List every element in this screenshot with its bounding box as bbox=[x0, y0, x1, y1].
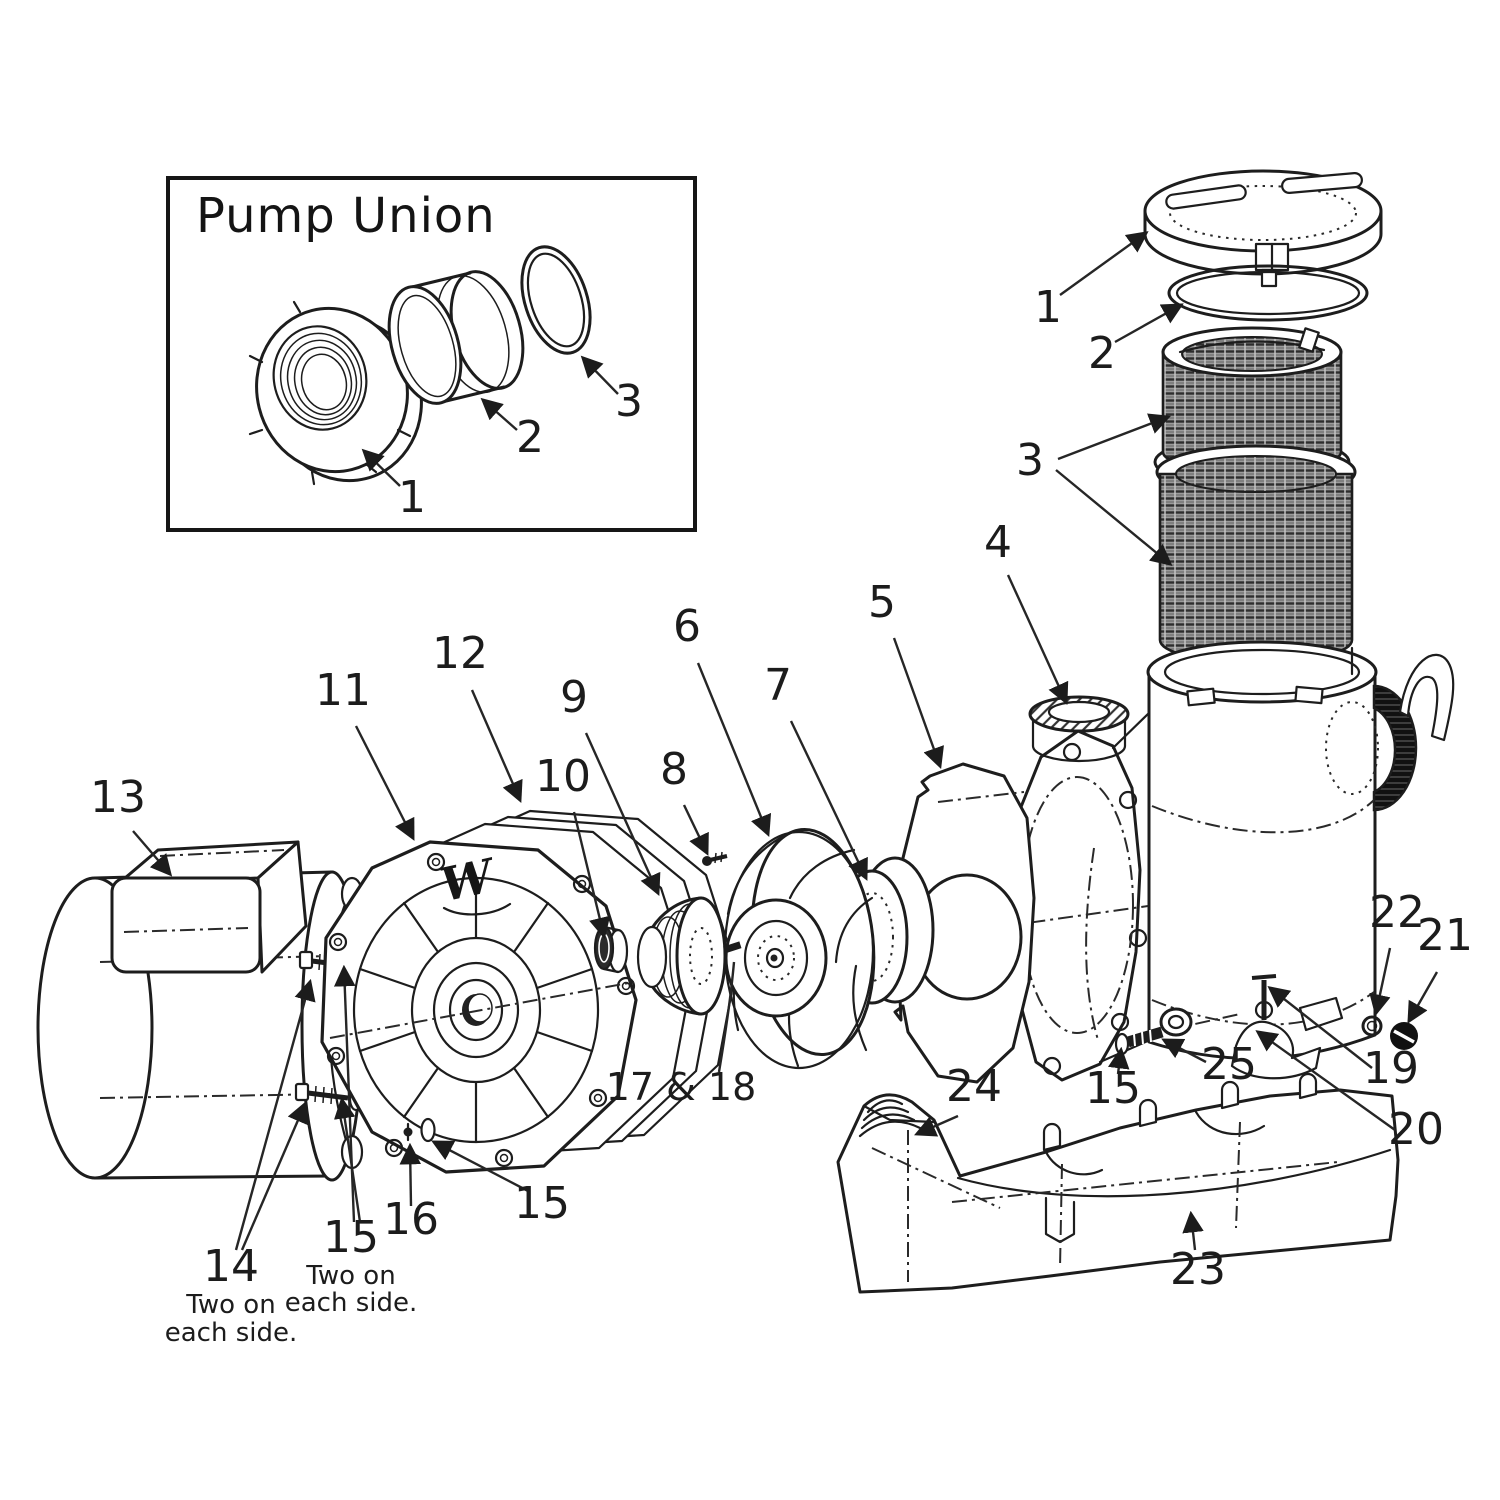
base-drawing bbox=[836, 1072, 1400, 1294]
callout-port-oring-arrow bbox=[1006, 574, 1069, 705]
callout-washers-arrow-top bbox=[333, 964, 356, 1223]
callout-motor-bolts-number: 14 bbox=[203, 1241, 259, 1292]
callout-plate-screw-number: 16 bbox=[383, 1194, 439, 1245]
inset-callout-nut-number: 1 bbox=[398, 472, 426, 523]
callout-washer-plate-arrow bbox=[431, 1140, 531, 1194]
shaft-seal-drawing bbox=[636, 896, 727, 1016]
inset-callout-oring-arrow bbox=[580, 355, 619, 395]
callout-drain-plug-arrow bbox=[1407, 971, 1439, 1024]
callout-pin-key-number: 17 & 18 bbox=[606, 1065, 757, 1109]
callout-lid-arrow bbox=[1059, 231, 1149, 296]
pump-body-drawing bbox=[1008, 695, 1152, 1082]
inset-callout-tailpiece-number: 2 bbox=[516, 412, 544, 463]
lid-drawing bbox=[1143, 169, 1383, 288]
strainer-baskets-drawing bbox=[1153, 326, 1357, 665]
callout-motor-number: 13 bbox=[90, 772, 146, 823]
callout-motor-bolts-arrow-top bbox=[234, 978, 316, 1251]
seal-seat-drawing bbox=[593, 925, 629, 974]
callout-seal-seat-number: 10 bbox=[535, 751, 591, 802]
callout-motor-arrow bbox=[132, 830, 173, 877]
base-tabs bbox=[1042, 1072, 1318, 1152]
washers-note-line2: each side. bbox=[285, 1288, 418, 1318]
callout-impeller-screw-number: 8 bbox=[660, 744, 688, 795]
callout-drain-oring-arrow bbox=[1369, 947, 1392, 1017]
callout-body-bolt-number: 25 bbox=[1201, 1039, 1257, 1090]
callouts: 1 2 3 4 5 6 7 8 9 10 11 12 13 14 Two on … bbox=[90, 231, 1473, 1348]
impeller-screw-drawing bbox=[702, 851, 728, 866]
callout-washer-body-arrow bbox=[1108, 1046, 1130, 1075]
callout-shaft-seal-number: 9 bbox=[560, 672, 588, 723]
callout-impeller-arrow bbox=[696, 662, 772, 837]
pump-union-inset: Pump Union bbox=[166, 176, 697, 532]
inset-title: Pump Union bbox=[196, 188, 496, 244]
callout-lid-oring-arrow bbox=[1114, 303, 1184, 344]
washers-note-line1: Two on bbox=[305, 1261, 395, 1291]
callout-impeller-screw-arrow bbox=[682, 804, 709, 856]
inset-callout-nut-arrow bbox=[361, 448, 401, 487]
lid-oring-drawing bbox=[1167, 264, 1369, 322]
motor-bolts-note-line1: Two on bbox=[185, 1290, 275, 1320]
impeller-drawing bbox=[702, 827, 876, 1070]
seal-plate-spokes bbox=[358, 876, 594, 1144]
inset-callout-oring-number: 3 bbox=[615, 376, 643, 427]
plate-screw-and-washer bbox=[403, 1117, 436, 1143]
callout-clamp-arrow bbox=[1255, 1030, 1396, 1131]
port-collar bbox=[1031, 718, 1127, 763]
callout-base-arrow bbox=[1182, 1210, 1204, 1251]
callout-base-number: 23 bbox=[1170, 1244, 1226, 1295]
callout-wear-ring-number: 7 bbox=[764, 660, 792, 711]
motor-conduit-box bbox=[110, 840, 308, 974]
callout-seal-seat-arrow bbox=[572, 811, 611, 940]
callout-lid-oring-number: 2 bbox=[1088, 328, 1116, 379]
carry-handle bbox=[1398, 653, 1455, 742]
base-ribs-drawing bbox=[858, 1099, 922, 1138]
callout-wear-ring-arrow bbox=[789, 720, 868, 881]
callout-plate-gasket-number: 12 bbox=[432, 628, 488, 679]
callout-baskets-number: 3 bbox=[1016, 435, 1044, 486]
port-oring-drawing bbox=[1028, 695, 1130, 733]
drain-plug-drawing bbox=[1390, 1022, 1418, 1050]
callout-lid-number: 1 bbox=[1034, 282, 1062, 333]
callout-housing-gasket-arrow bbox=[892, 637, 944, 770]
motor-drawing bbox=[36, 840, 364, 1182]
callout-plate-gasket-arrow bbox=[470, 689, 523, 803]
callout-seal-plate-arrow bbox=[354, 725, 415, 841]
callout-drain-plug-number: 21 bbox=[1417, 910, 1473, 961]
shaft-pin-key-drawing bbox=[723, 941, 742, 954]
callout-baskets-arrow-lower bbox=[1055, 469, 1173, 567]
callout-motor-bolts-arrow-bottom bbox=[240, 1101, 308, 1251]
callout-housing-gasket-number: 5 bbox=[868, 577, 896, 628]
housing-gasket-drawing bbox=[893, 762, 1036, 1084]
callout-body-bolt-arrow bbox=[1161, 1038, 1207, 1064]
callout-clamp-number: 20 bbox=[1388, 1104, 1444, 1155]
motor-bolts-note-line2: each side. bbox=[165, 1318, 298, 1348]
callout-shaft-seal-arrow bbox=[584, 732, 661, 896]
callout-washer-plate-number: 15 bbox=[514, 1178, 570, 1229]
seal-plate-drawing: W bbox=[320, 840, 638, 1174]
callout-pin-key-leader bbox=[717, 961, 736, 1073]
callout-impeller-number: 6 bbox=[673, 601, 701, 652]
union-nut-drawing bbox=[248, 300, 423, 486]
callout-baskets-arrow-upper bbox=[1057, 413, 1172, 461]
callout-drain-oring-number: 22 bbox=[1369, 887, 1425, 938]
inset-callout-tailpiece-arrow bbox=[480, 397, 518, 431]
callout-clamp-screw-arrow bbox=[1267, 986, 1373, 1069]
drain-oring-drawing bbox=[1361, 1015, 1383, 1037]
union-oring-drawing bbox=[520, 245, 592, 355]
callout-washers-arrow-bottom bbox=[333, 1096, 362, 1223]
callout-clamp-screw-number: 19 bbox=[1363, 1043, 1419, 1094]
union-tailpiece-drawing bbox=[387, 270, 525, 405]
callout-base-ribs-arrow bbox=[914, 1114, 959, 1137]
callout-washer-body-number: 15 bbox=[1085, 1063, 1141, 1114]
callout-base-ribs-number: 24 bbox=[946, 1061, 1002, 1112]
callout-seal-plate-number: 11 bbox=[315, 665, 371, 716]
callout-washers-number: 15 bbox=[323, 1212, 379, 1263]
callout-plate-screw-arrow bbox=[399, 1142, 422, 1207]
callout-port-oring-number: 4 bbox=[984, 517, 1012, 568]
